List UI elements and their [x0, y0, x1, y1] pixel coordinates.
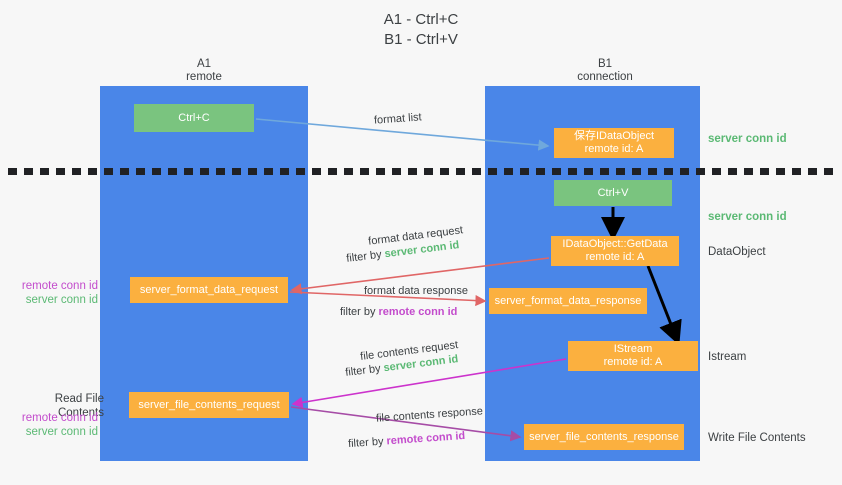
label-server-conn-id-1: server conn id	[25, 294, 98, 306]
page-title: A1 - Ctrl+C B1 - Ctrl+V	[0, 10, 842, 50]
node-server-file-contents-request[interactable]: server_file_contents_request	[129, 392, 289, 418]
node-save-idataobject[interactable]: 保存IDataObject remote id: A	[554, 128, 674, 158]
node-istream-remote-id: remote id: A	[603, 356, 663, 368]
label-server-conn-id-top: server conn id	[708, 133, 787, 145]
filter-prefix-3: filter by	[344, 362, 385, 379]
lane-a1-name: A1	[196, 58, 212, 70]
node-server-format-data-request-label: server_format_data_request	[139, 283, 279, 296]
node-server-file-contents-response[interactable]: server_file_contents_response	[524, 424, 684, 450]
lane-b1-name: B1	[597, 58, 613, 70]
label-left-conn-ids-file: remote conn id server conn id	[8, 411, 98, 439]
phase-divider-dashed-line	[8, 168, 834, 175]
title-line-2: B1 - Ctrl+V	[384, 31, 458, 48]
node-save-idataobject-label: 保存IDataObject	[573, 130, 655, 142]
lane-header-a1: A1 remote	[144, 58, 264, 84]
edge-label-format-list: format list	[373, 111, 423, 127]
filter-prefix-4: filter by	[347, 435, 387, 451]
label-istream: Istream	[708, 351, 747, 363]
label-left-conn-ids-format: remote conn id server conn id	[8, 279, 98, 307]
label-write-file-contents: Write File Contents	[708, 432, 806, 444]
node-istream-label: IStream	[613, 343, 653, 355]
label-server-conn-id-mid: server conn id	[708, 211, 787, 223]
lane-a1-sub: remote	[186, 71, 222, 83]
edge-label-file-contents-response: file contents response	[375, 405, 484, 425]
node-istream[interactable]: IStream remote id: A	[568, 341, 698, 371]
node-save-idataobject-remote-id: remote id: A	[584, 143, 644, 155]
filter-key-4: remote conn id	[386, 429, 466, 448]
node-server-format-data-response[interactable]: server_format_data_response	[489, 288, 647, 314]
node-ctrl-v-label: Ctrl+V	[597, 186, 629, 199]
node-ctrl-c-label: Ctrl+C	[178, 111, 210, 124]
filter-prefix-2: filter by	[340, 306, 379, 318]
edge-label-file-contents-response-filter: filter by remote conn id	[348, 429, 466, 452]
edge-label-format-data-response-filter: filter by remote conn id	[340, 305, 457, 320]
node-idataobject-getdata-label: IDataObject::GetData	[562, 238, 668, 250]
node-idataobject-getdata-remote-id: remote id: A	[585, 251, 645, 263]
title-line-1: A1 - Ctrl+C	[383, 11, 459, 28]
edge-label-format-data-response: format data response	[364, 285, 468, 297]
node-server-format-data-response-label: server_format_data_response	[494, 294, 642, 307]
label-server-conn-id-2: server conn id	[25, 426, 98, 438]
node-server-file-contents-request-label: server_file_contents_request	[138, 398, 280, 411]
node-ctrl-c[interactable]: Ctrl+C	[134, 104, 254, 132]
label-remote-conn-id-2: remote conn id	[21, 412, 98, 424]
node-server-format-data-request[interactable]: server_format_data_request	[130, 277, 288, 303]
node-server-file-contents-response-label: server_file_contents_response	[529, 430, 679, 443]
label-read-file-contents: Read File Contents	[54, 393, 104, 419]
filter-key-2: remote conn id	[378, 306, 458, 318]
label-remote-conn-id-1: remote conn id	[21, 280, 98, 292]
label-dataobject: DataObject	[708, 246, 766, 258]
lane-b1-sub: connection	[577, 71, 633, 83]
filter-prefix-1: filter by	[345, 248, 386, 265]
lane-header-b1: B1 connection	[545, 58, 665, 84]
node-ctrl-v[interactable]: Ctrl+V	[554, 180, 672, 206]
node-idataobject-getdata[interactable]: IDataObject::GetData remote id: A	[551, 236, 679, 266]
